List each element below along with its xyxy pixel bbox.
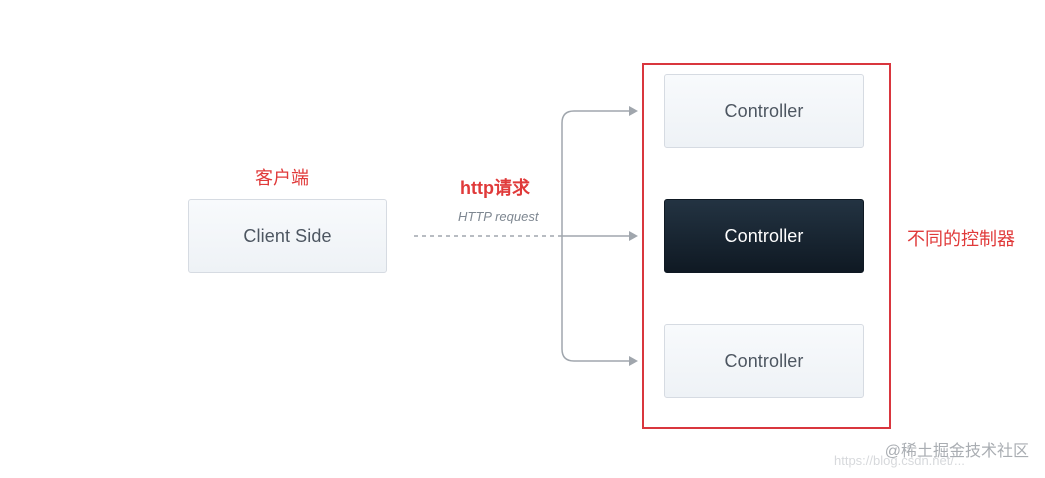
arrowhead-bottom (629, 356, 638, 366)
watermark-url: https://blog.csdn.net/... (834, 453, 965, 468)
client-caption: 客户端 (255, 168, 309, 188)
controller-node-2: Controller (664, 199, 864, 273)
controller-node-3: Controller (664, 324, 864, 398)
controller-node-1: Controller (664, 74, 864, 148)
watermark: @稀土掘金技术社区 (884, 443, 1029, 460)
http-request-caption: http请求 (460, 178, 530, 198)
controllers-caption: 不同的控制器 (907, 229, 1015, 249)
arrowhead-middle (629, 231, 638, 241)
arrowhead-top (629, 106, 638, 116)
http-request-edge-label: HTTP request (458, 209, 539, 224)
controllers-highlight-box (642, 63, 891, 429)
client-side-node: Client Side (188, 199, 387, 273)
